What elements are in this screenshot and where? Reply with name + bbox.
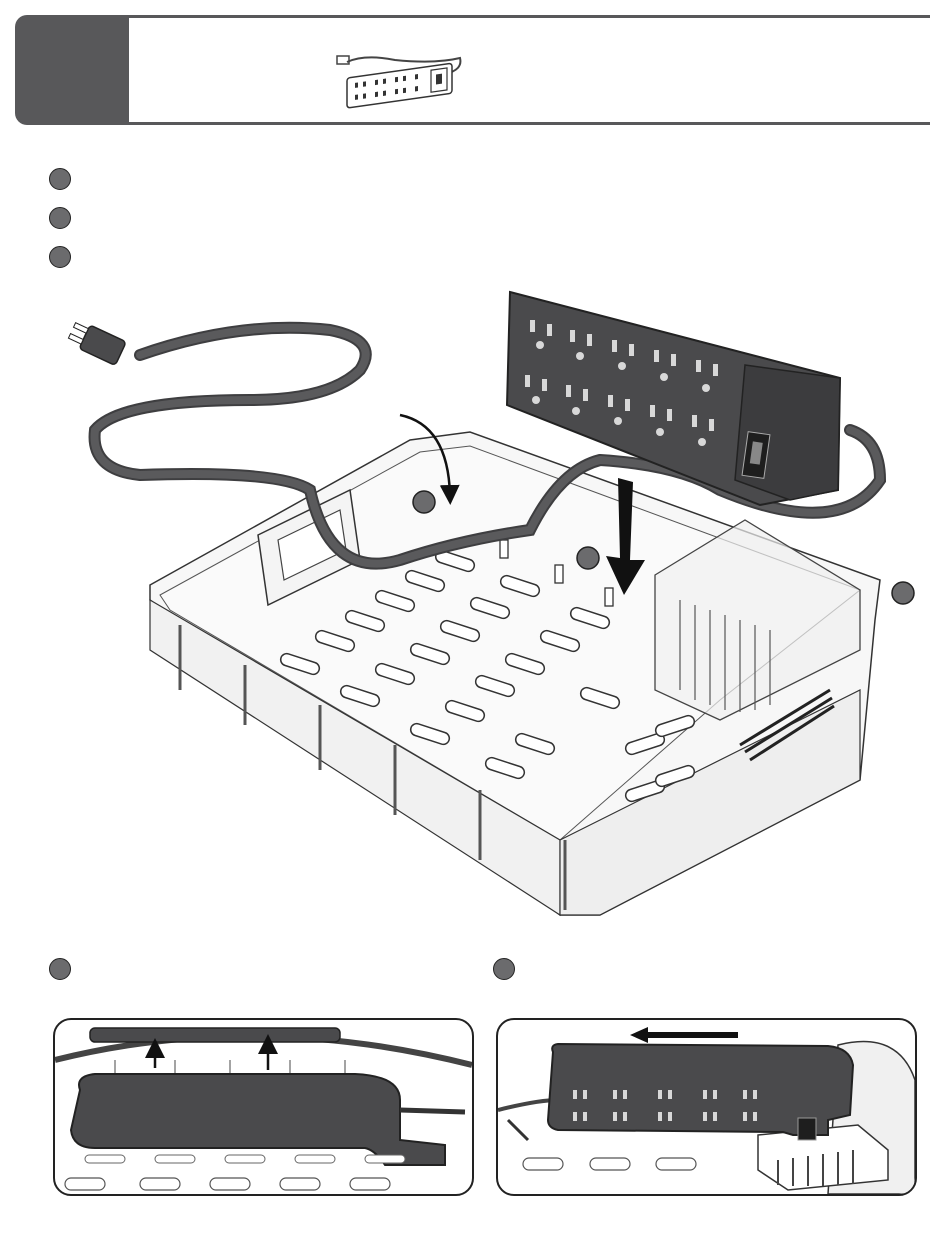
power-strip-icon xyxy=(335,50,465,115)
detail-panel-right xyxy=(496,1018,917,1196)
step-marker-1 xyxy=(49,168,71,190)
step-marker-2 xyxy=(49,207,71,229)
power-strip-bottom-view-icon xyxy=(55,1020,472,1194)
tray-with-power-strip-icon xyxy=(0,280,950,930)
header-top-rule xyxy=(129,15,930,18)
detail-marker-right xyxy=(493,958,515,980)
step-number-tab xyxy=(15,15,129,125)
header-bottom-rule xyxy=(129,122,930,125)
step-marker-3 xyxy=(49,246,71,268)
step-header xyxy=(15,15,930,127)
detail-panel-left xyxy=(53,1018,474,1196)
detail-marker-left xyxy=(49,958,71,980)
power-strip-slide-icon xyxy=(498,1020,915,1194)
